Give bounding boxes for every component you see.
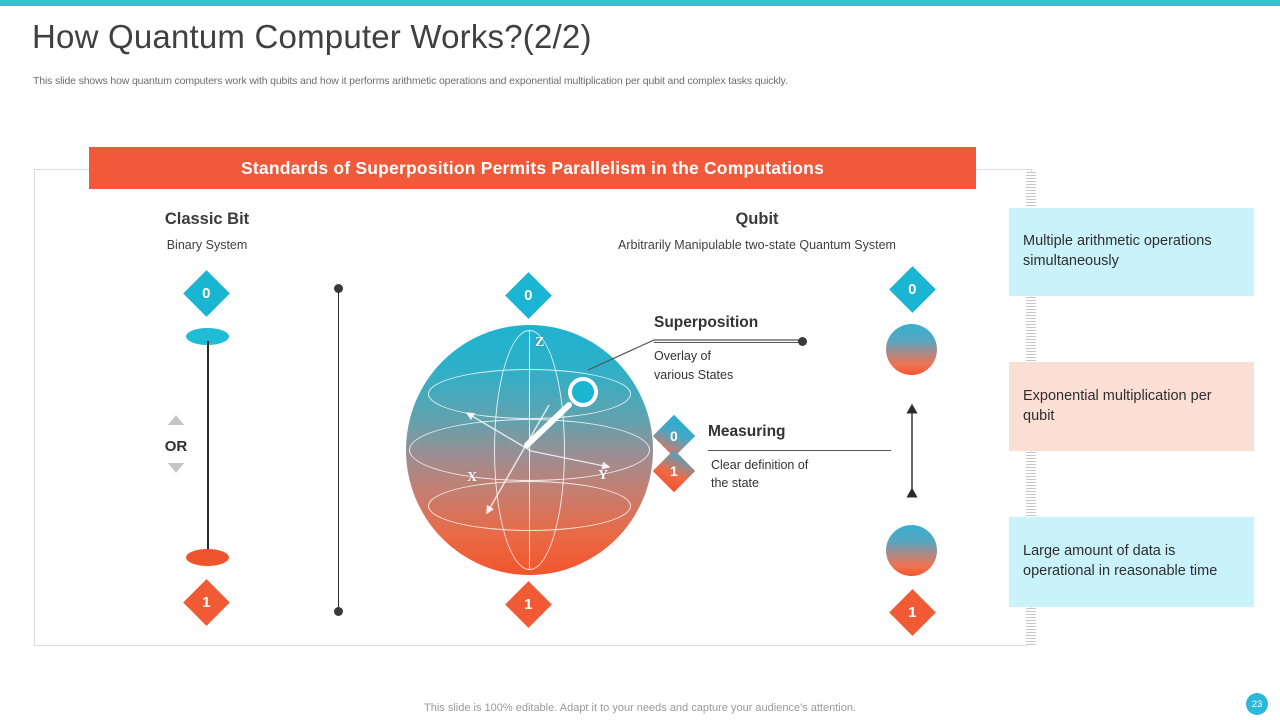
superposition-title: Superposition (654, 314, 759, 331)
callout-box-1: Multiple arithmetic operations simultane… (1009, 208, 1254, 296)
callout-box-3: Large amount of data is operational in r… (1009, 517, 1254, 607)
double-arrow-icon (906, 403, 918, 498)
sphere-axis-z-label: Z (535, 335, 545, 350)
bloch-sphere: Z X Y (406, 325, 653, 575)
qubit-gradient-sphere-top (886, 324, 937, 375)
measuring-rule (708, 450, 891, 452)
sphere-xy-axes (465, 404, 611, 515)
qubit-state-0-label: 0 (524, 287, 533, 304)
sphere-axis-x-label: X (467, 470, 478, 485)
column-divider-line (338, 290, 340, 615)
qubit-right-state-0-label: 0 (908, 281, 917, 298)
hatch-connector-2 (1026, 297, 1036, 362)
sphere-axis-y-label: Y (598, 468, 609, 483)
triangle-up-icon (168, 415, 184, 425)
hatch-connector-4 (1026, 608, 1036, 646)
callout-box-2: Exponential multiplication per qubit (1009, 362, 1254, 451)
page-subtitle: This slide shows how quantum computers w… (33, 75, 788, 87)
classic-bit-title: Classic Bit (164, 210, 250, 228)
qubit-subtitle: Arbitrarily Manipulable two-state Quantu… (618, 238, 896, 252)
qubit-title: Qubit (735, 210, 779, 228)
page-number-badge: 23 (1246, 693, 1268, 715)
section-banner-label: Standards of Superposition Permits Paral… (240, 157, 825, 178)
triangle-down-icon (168, 463, 184, 473)
classic-bit-top-ellipse (186, 328, 229, 345)
divider-dot-top (334, 284, 343, 293)
measuring-state-1-label: 1 (670, 462, 678, 479)
classic-bit-state-1-label: 1 (202, 594, 211, 611)
page-title: How Quantum Computer Works?(2/2) (32, 18, 592, 55)
superposition-body: Overlay of various States (654, 349, 734, 382)
divider-dot-bottom (334, 607, 343, 616)
top-accent-bar (0, 0, 1280, 6)
sphere-state-vector (524, 402, 572, 448)
qubit-state-1-label: 1 (524, 596, 533, 613)
classic-bit-bottom-ellipse (186, 549, 229, 566)
hatch-connector-1 (1026, 172, 1036, 210)
callout-label-2: Exponential multiplication per qubit (1023, 387, 1212, 424)
qubit-right-state-1-label: 1 (908, 604, 917, 621)
callout-label-3: Large amount of data is operational in r… (1023, 543, 1218, 579)
measuring-body: Clear definition of the state (711, 458, 809, 491)
superposition-rule (654, 342, 801, 344)
sphere-meridian-ring (494, 330, 565, 570)
hatch-connector-3 (1026, 452, 1036, 517)
section-banner: Standards of Superposition Permits Paral… (89, 147, 976, 189)
measuring-title: Measuring (708, 423, 786, 440)
superposition-leader-line (587, 339, 804, 371)
superposition-end-dot (798, 337, 807, 346)
footer-note: This slide is 100% editable. Adapt it to… (424, 702, 856, 714)
or-label: OR (164, 438, 188, 455)
qubit-gradient-sphere-bottom (886, 525, 937, 576)
measuring-state-0-label: 0 (670, 427, 678, 444)
classic-bit-state-0-label: 0 (202, 285, 211, 302)
classic-bit-axis-line (207, 341, 209, 557)
classic-bit-subtitle: Binary System (166, 238, 248, 252)
callout-label-1: Multiple arithmetic operations simultane… (1023, 233, 1212, 269)
sphere-state-marker (568, 377, 598, 407)
